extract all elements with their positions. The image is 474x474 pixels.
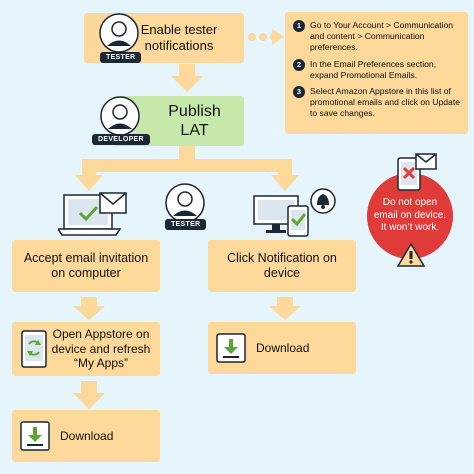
tester-avatar-icon	[99, 13, 139, 53]
open-appstore-label: Open Appstore on device and refresh “My …	[51, 327, 151, 371]
step-1-text: Go to Your Account > Communication and c…	[310, 20, 454, 53]
download-right-icon	[216, 333, 246, 363]
download-left-icon	[20, 421, 50, 451]
warning-triangle-icon	[396, 242, 426, 267]
step-2-text: In the Email Preferences section, expand…	[310, 58, 437, 80]
tester-badge-mid: TESTER	[165, 219, 207, 230]
step-3-text: Select Amazon Appstore in this list of p…	[310, 85, 460, 119]
tester-steps-note: 1 Go to Your Account > Communication and…	[285, 12, 468, 134]
download-left-label: Download	[60, 428, 114, 443]
accept-email-label: Accept email invitation on computer	[23, 251, 149, 280]
click-notification-box: Click Notification on device	[208, 240, 356, 292]
developer-badge: DEVELOPER	[92, 134, 150, 145]
tester-badge-top: TESTER	[100, 52, 142, 63]
enable-tester-label: Enable tester notifications	[140, 22, 218, 53]
click-notification-label: Click Notification on device	[227, 251, 337, 280]
tester-avatar-mid-icon	[165, 183, 205, 223]
phone-email-blocked-icon	[397, 153, 437, 191]
developer-avatar-icon	[100, 96, 140, 136]
tablet-refresh-icon	[21, 330, 47, 368]
publish-lat-label: Publish LAT	[168, 102, 221, 139]
warning-text: Do not open email on device. It won’t wo…	[373, 197, 447, 233]
step-3-number: 3	[293, 85, 305, 98]
accept-email-box: Accept email invitation on computer	[12, 240, 160, 292]
step-1: 1 Go to Your Account > Communication and…	[293, 20, 460, 54]
download-right-label: Download	[256, 340, 310, 355]
step-3: 3 Select Amazon Appstore in this list of…	[293, 85, 460, 120]
step-2: 2 In the Email Preferences section, expa…	[293, 58, 460, 81]
step-1-number: 1	[293, 20, 305, 32]
devices-notification-icon	[253, 188, 336, 237]
laptop-email-icon	[58, 192, 127, 236]
step-2-number: 2	[293, 58, 305, 71]
